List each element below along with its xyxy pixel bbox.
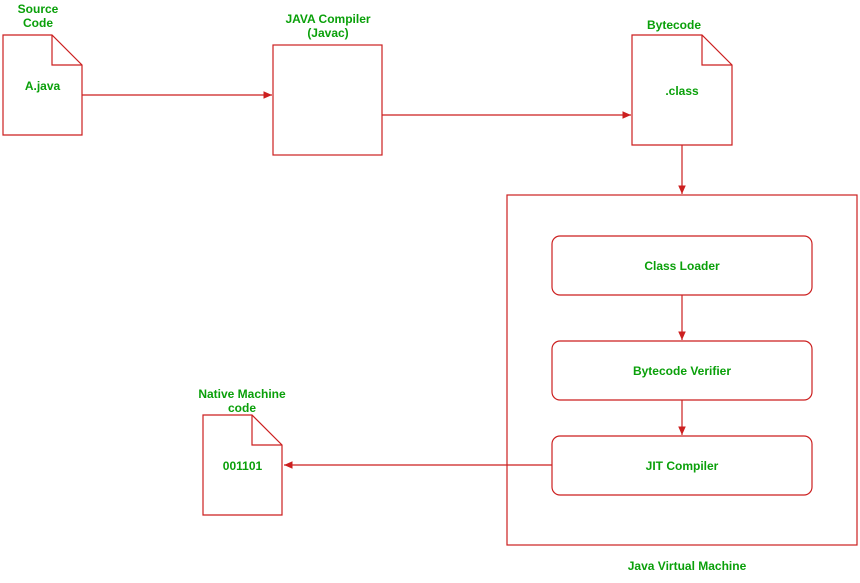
bytecode-document-icon [631,34,733,146]
native-code-title-line2: code [227,401,256,415]
compiler-title-line1: JAVA Compiler [285,12,371,26]
java-compiler-box [272,44,383,156]
bytecode-verifier-label: Bytecode Verifier [632,364,732,378]
native-code-document-icon [202,414,283,516]
jit-compiler-label: JIT Compiler [645,459,719,473]
bytecode-title: Bytecode [646,18,702,32]
source-code-title: Source Code [10,2,66,30]
source-code-document-icon [2,34,83,136]
source-file-name: A.java [24,79,61,93]
compiler-title-line2: (Javac) [307,26,349,40]
source-code-title-line1: Source [17,2,59,16]
class-loader-label: Class Loader [644,259,720,273]
compiler-title: JAVA Compiler (Javac) [268,12,388,40]
native-code-value: 001101 [222,459,263,473]
native-code-title: Native Machine code [186,387,298,415]
bytecode-file-name: .class [665,84,699,98]
bytecode-document-fold [701,35,732,66]
native-code-title-line1: Native Machine [198,387,286,401]
native-code-document-fold [251,415,282,446]
source-code-title-line2: Code [23,16,53,30]
source-code-document-fold [51,35,82,66]
jvm-title: Java Virtual Machine [627,559,747,573]
